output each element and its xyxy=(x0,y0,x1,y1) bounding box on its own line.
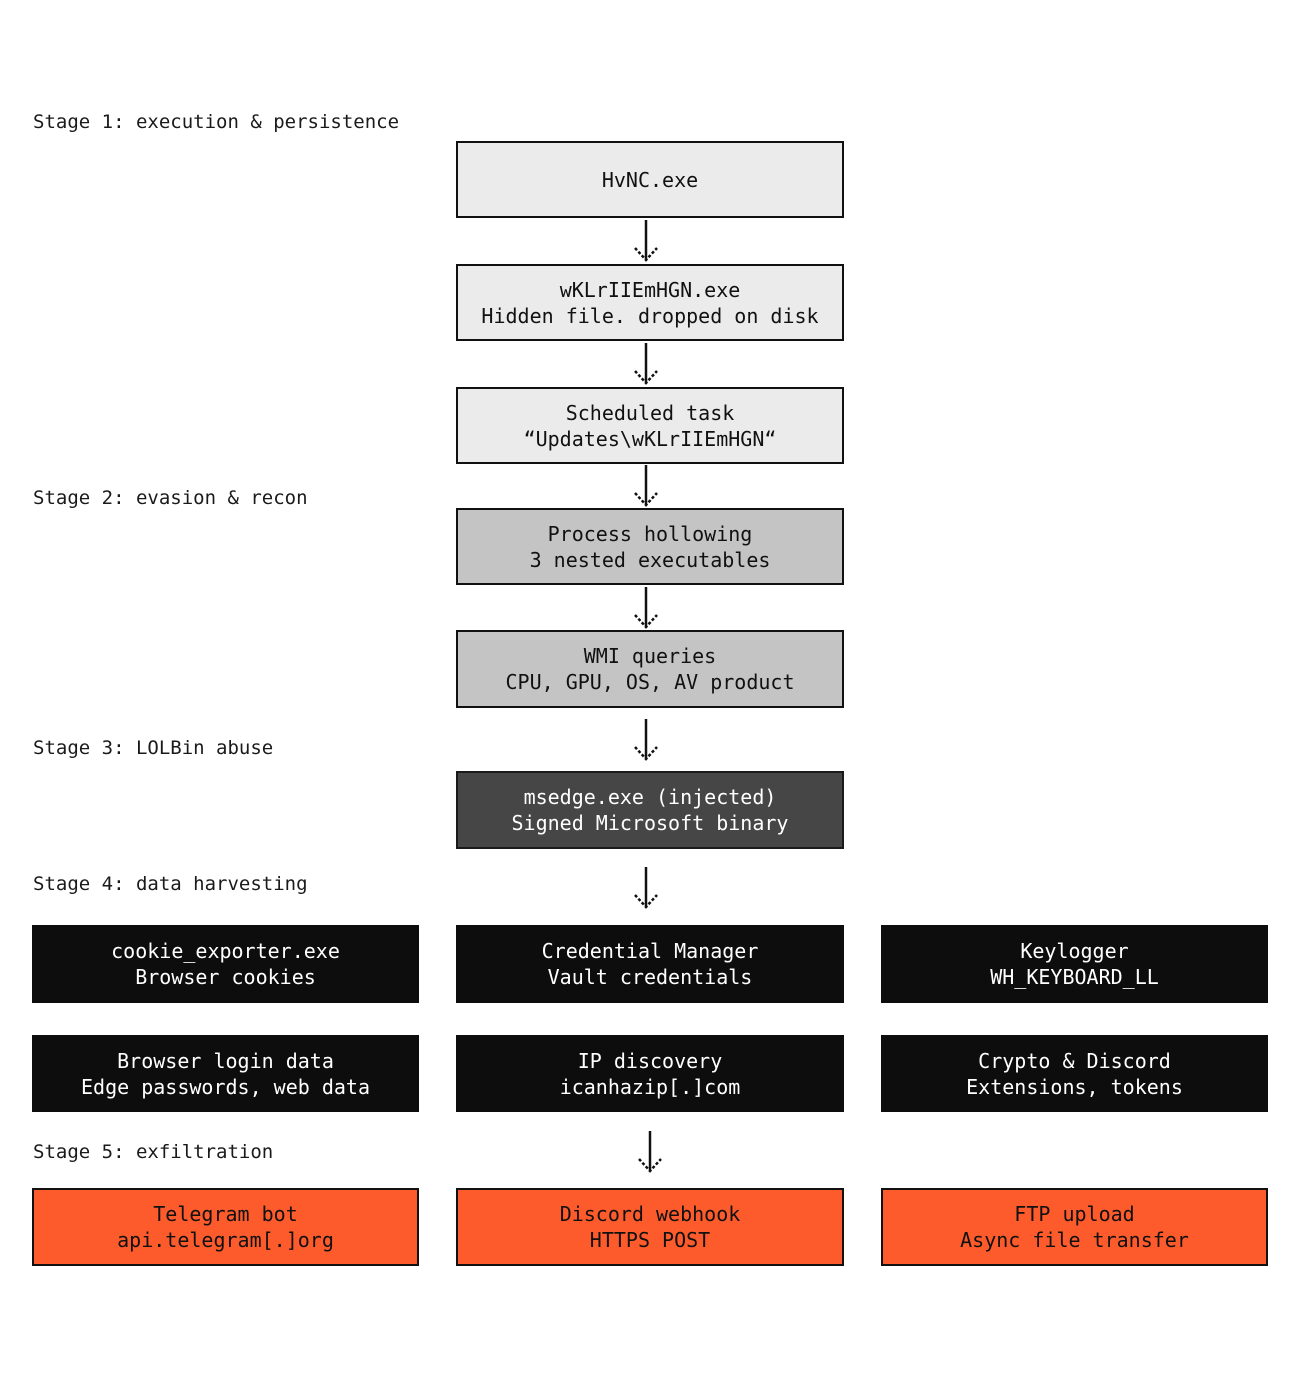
node-keylogger-line1: Keylogger xyxy=(1020,939,1129,963)
node-cookie-exporter: cookie_exporter.exe Browser cookies xyxy=(32,925,419,1003)
stage-4-label: Stage 4: data harvesting xyxy=(33,873,308,895)
node-browser-login-data-line2: Edge passwords, web data xyxy=(81,1074,370,1099)
stage-2-label: Stage 2: evasion & recon xyxy=(33,487,308,509)
node-cookie-exporter-line2: Browser cookies xyxy=(135,965,316,989)
node-ftp-upload-line2: Async file transfer xyxy=(960,1228,1189,1252)
node-dropped-file-line1: wKLrIIEmHGN.exe xyxy=(559,277,741,302)
node-dropped-file: wKLrIIEmHGN.exe Hidden file. dropped on … xyxy=(456,264,844,341)
node-scheduled-task-line2: “Updates\wKLrIIEmHGN“ xyxy=(523,426,777,451)
node-discord-webhook-line1: Discord webhook xyxy=(559,1202,741,1226)
node-wmi-queries-line2: CPU, GPU, OS, AV product xyxy=(505,670,795,694)
node-keylogger-line2: WH_KEYBOARD_LL xyxy=(990,965,1159,989)
node-credential-manager-line1: Credential Manager xyxy=(541,939,759,963)
stage-3-label: Stage 3: LOLBin abuse xyxy=(33,737,274,759)
node-telegram-bot-line2: api.telegram[.]org xyxy=(117,1228,334,1252)
node-discord-webhook: Discord webhook HTTPS POST xyxy=(456,1188,844,1266)
node-ftp-upload-line1: FTP upload xyxy=(1014,1202,1135,1226)
node-ip-discovery: IP discovery icanhazip[.]com xyxy=(456,1035,844,1112)
node-msedge-line2: Signed Microsoft binary xyxy=(511,811,789,835)
node-telegram-bot: Telegram bot api.telegram[.]org xyxy=(32,1188,419,1266)
node-ip-discovery-line1: IP discovery xyxy=(577,1048,723,1073)
node-scheduled-task: Scheduled task “Updates\wKLrIIEmHGN“ xyxy=(456,387,844,464)
node-scheduled-task-line1: Scheduled task xyxy=(565,400,735,425)
node-hvnc-line1: HvNC.exe xyxy=(601,167,699,192)
down-arrow-icon xyxy=(634,719,658,761)
node-dropped-file-line2: Hidden file. dropped on disk xyxy=(481,303,819,328)
node-browser-login-data: Browser login data Edge passwords, web d… xyxy=(32,1035,419,1112)
down-arrow-icon xyxy=(634,587,658,629)
node-process-hollowing-line2: 3 nested executables xyxy=(529,547,771,572)
node-telegram-bot-line1: Telegram bot xyxy=(153,1202,298,1226)
node-process-hollowing-line1: Process hollowing xyxy=(547,521,753,546)
node-browser-login-data-line1: Browser login data xyxy=(117,1048,334,1073)
node-keylogger: Keylogger WH_KEYBOARD_LL xyxy=(881,925,1268,1003)
node-wmi-queries-line1: WMI queries xyxy=(583,644,717,668)
stage-5-label: Stage 5: exfiltration xyxy=(33,1141,274,1163)
node-process-hollowing: Process hollowing 3 nested executables xyxy=(456,508,844,585)
node-crypto-discord-line2: Extensions, tokens xyxy=(966,1074,1183,1099)
down-arrow-icon xyxy=(634,220,658,262)
node-discord-webhook-line2: HTTPS POST xyxy=(589,1228,711,1252)
down-arrow-icon xyxy=(638,1131,662,1173)
down-arrow-icon xyxy=(634,465,658,507)
node-ftp-upload: FTP upload Async file transfer xyxy=(881,1188,1268,1266)
down-arrow-icon xyxy=(634,343,658,385)
node-cookie-exporter-line1: cookie_exporter.exe xyxy=(111,939,340,963)
node-hvnc: HvNC.exe xyxy=(456,141,844,218)
node-msedge: msedge.exe (injected) Signed Microsoft b… xyxy=(456,771,844,849)
node-wmi-queries: WMI queries CPU, GPU, OS, AV product xyxy=(456,630,844,708)
node-crypto-discord-line1: Crypto & Discord xyxy=(978,1048,1171,1073)
node-credential-manager: Credential Manager Vault credentials xyxy=(456,925,844,1003)
stage-1-label: Stage 1: execution & persistence xyxy=(33,111,400,133)
node-msedge-line1: msedge.exe (injected) xyxy=(523,785,777,809)
node-crypto-discord: Crypto & Discord Extensions, tokens xyxy=(881,1035,1268,1112)
node-credential-manager-line2: Vault credentials xyxy=(547,965,753,989)
down-arrow-icon xyxy=(634,867,658,909)
node-ip-discovery-line2: icanhazip[.]com xyxy=(559,1074,741,1099)
